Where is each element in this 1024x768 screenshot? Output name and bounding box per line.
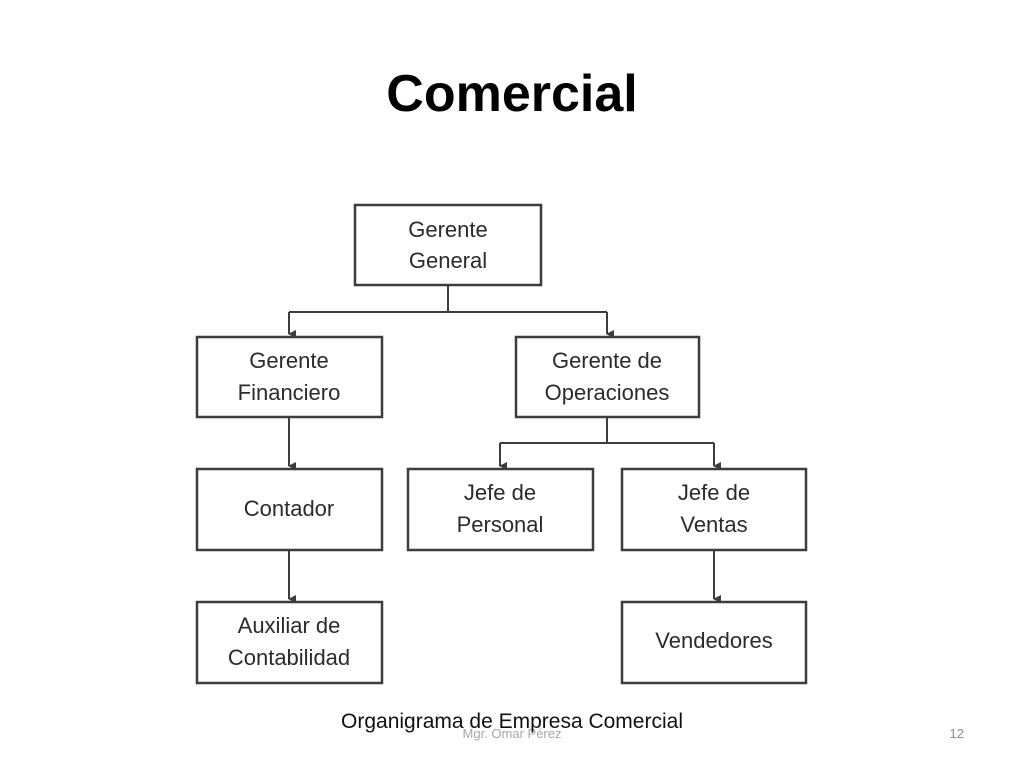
node-label-line: Personal <box>457 512 544 537</box>
diagram-caption: Organigrama de Empresa Comercial <box>341 710 683 733</box>
node-vendedores: Vendedores <box>620 600 808 685</box>
footer-author: Mgr. Omar Pérez <box>462 726 562 741</box>
node-box <box>195 335 384 419</box>
node-contador: Contador <box>195 467 384 552</box>
node-label-line: Gerente <box>249 348 329 373</box>
node-label-line: Financiero <box>238 380 341 405</box>
node-box <box>620 467 808 552</box>
node-auxiliar-contabilidad: Auxiliar de Contabilidad <box>195 600 384 685</box>
node-box <box>195 600 384 685</box>
node-label-line: Contador <box>244 496 335 521</box>
node-label-line: Jefe de <box>464 480 536 505</box>
slide-title: Comercial <box>386 65 638 123</box>
node-box <box>353 203 543 287</box>
node-label-line: Gerente de <box>552 348 662 373</box>
node-label-line: Operaciones <box>545 380 670 405</box>
node-gerente-operaciones: Gerente de Operaciones <box>514 335 701 419</box>
node-label-line: Gerente <box>408 217 488 242</box>
node-box <box>514 335 701 419</box>
node-label-line: Vendedores <box>655 628 772 653</box>
node-jefe-ventas: Jefe de Ventas <box>620 467 808 552</box>
connector-general-to-managers <box>289 286 607 313</box>
node-label-line: General <box>409 248 487 273</box>
node-box <box>406 467 595 552</box>
node-gerente-general: Gerente General <box>353 203 543 287</box>
node-label-line: Auxiliar de <box>238 613 341 638</box>
node-label-line: Jefe de <box>678 480 750 505</box>
node-gerente-financiero: Gerente Financiero <box>195 335 384 419</box>
node-jefe-personal: Jefe de Personal <box>406 467 595 552</box>
node-label-line: Contabilidad <box>228 645 350 670</box>
slide-number: 12 <box>949 726 964 741</box>
connector-operaciones-to-jefes <box>500 417 714 444</box>
node-box <box>620 600 808 685</box>
node-box <box>195 467 384 552</box>
connectors <box>288 286 721 603</box>
node-label-line: Ventas <box>680 512 747 537</box>
